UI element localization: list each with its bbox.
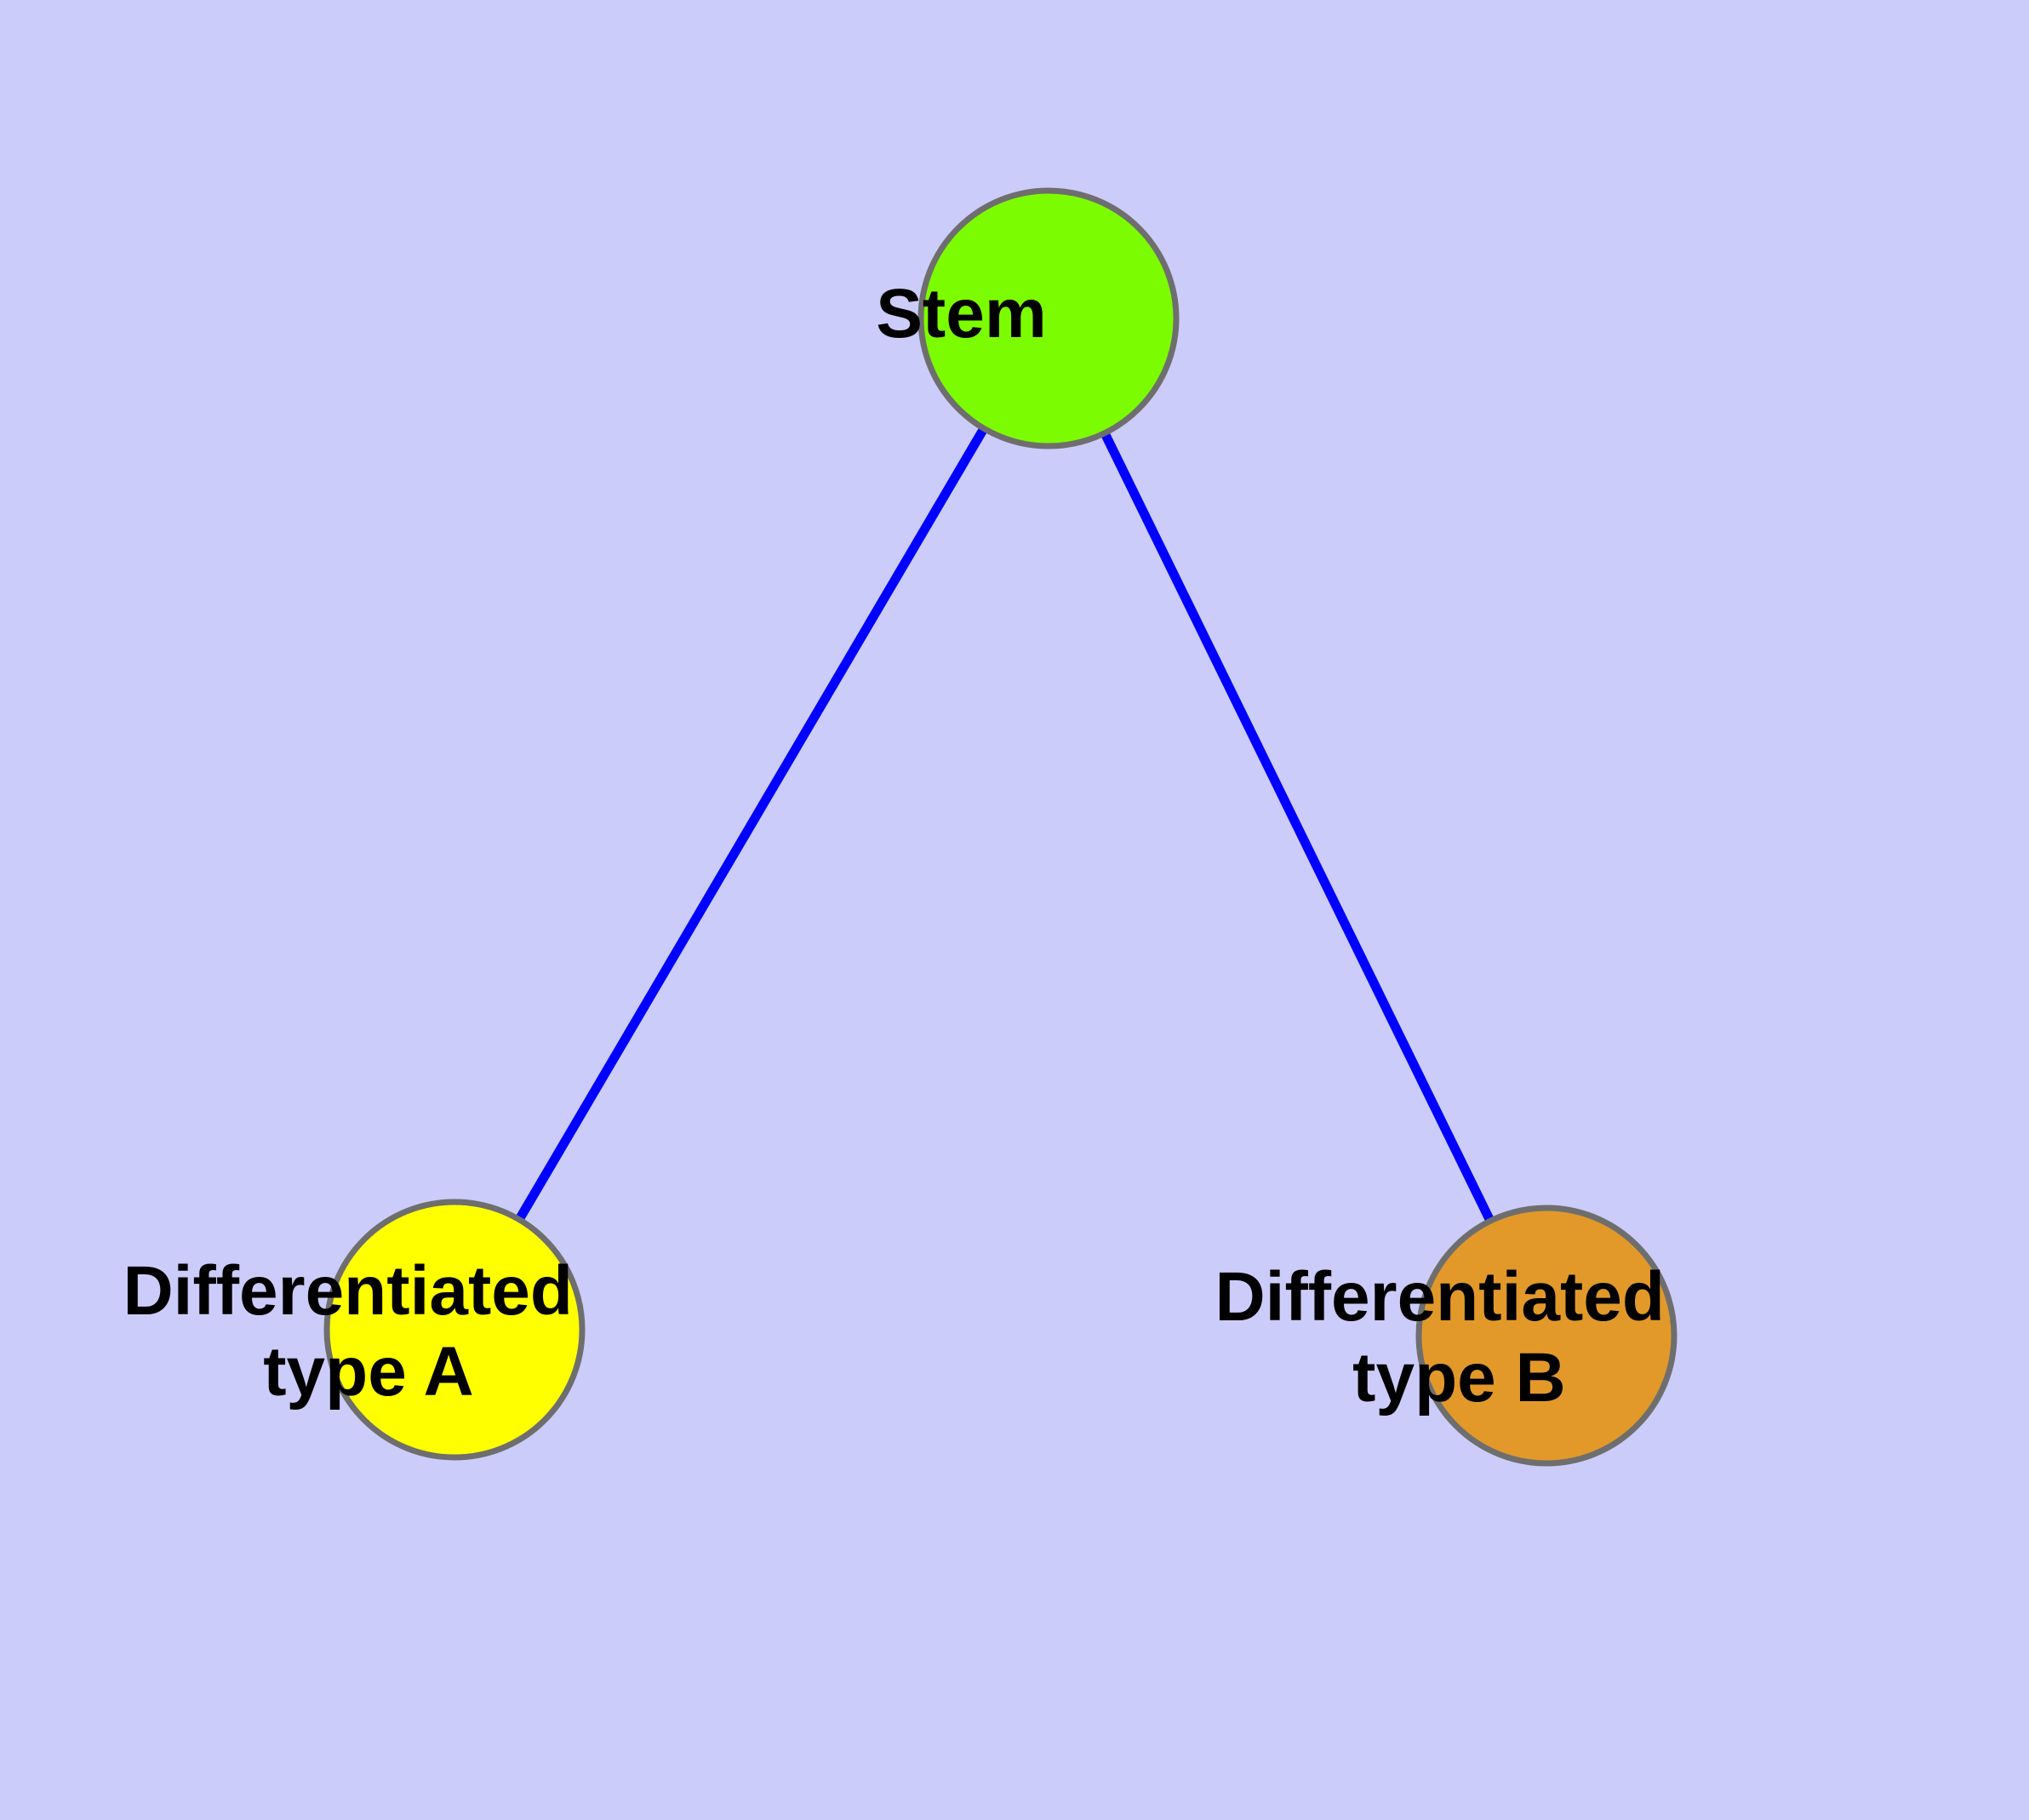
node-diff-a[interactable]: Differentiated type A — [123, 1199, 786, 1461]
node-stem[interactable]: Stem — [876, 187, 1221, 449]
node-layer: Differentiated type A Differentiated typ… — [123, 187, 1878, 1467]
edge-layer — [450, 316, 1551, 1338]
node-diff-b-label-line-2: type B — [1352, 1339, 1566, 1417]
node-stem-label: Stem — [876, 275, 1221, 352]
edge-stem-to-diff-a[interactable] — [450, 316, 1053, 1332]
node-stem-label-line-1: Stem — [876, 275, 1047, 352]
node-diff-a-label-line-2: type A — [263, 1333, 472, 1411]
node-diff-a-label-line-1: Differentiated — [123, 1252, 573, 1330]
node-diff-b[interactable]: Differentiated type B — [1215, 1205, 1878, 1467]
node-diff-b-circle[interactable] — [1415, 1205, 1677, 1467]
node-diff-a-circle[interactable] — [323, 1199, 586, 1461]
node-diff-a-label: Differentiated type A — [123, 1252, 786, 1411]
node-diff-b-label: Differentiated type B — [1215, 1258, 1878, 1417]
node-diff-b-label-line-1: Differentiated — [1215, 1258, 1665, 1336]
edge-stem-to-diff-b[interactable] — [1044, 316, 1551, 1338]
node-stem-circle[interactable] — [917, 187, 1180, 449]
